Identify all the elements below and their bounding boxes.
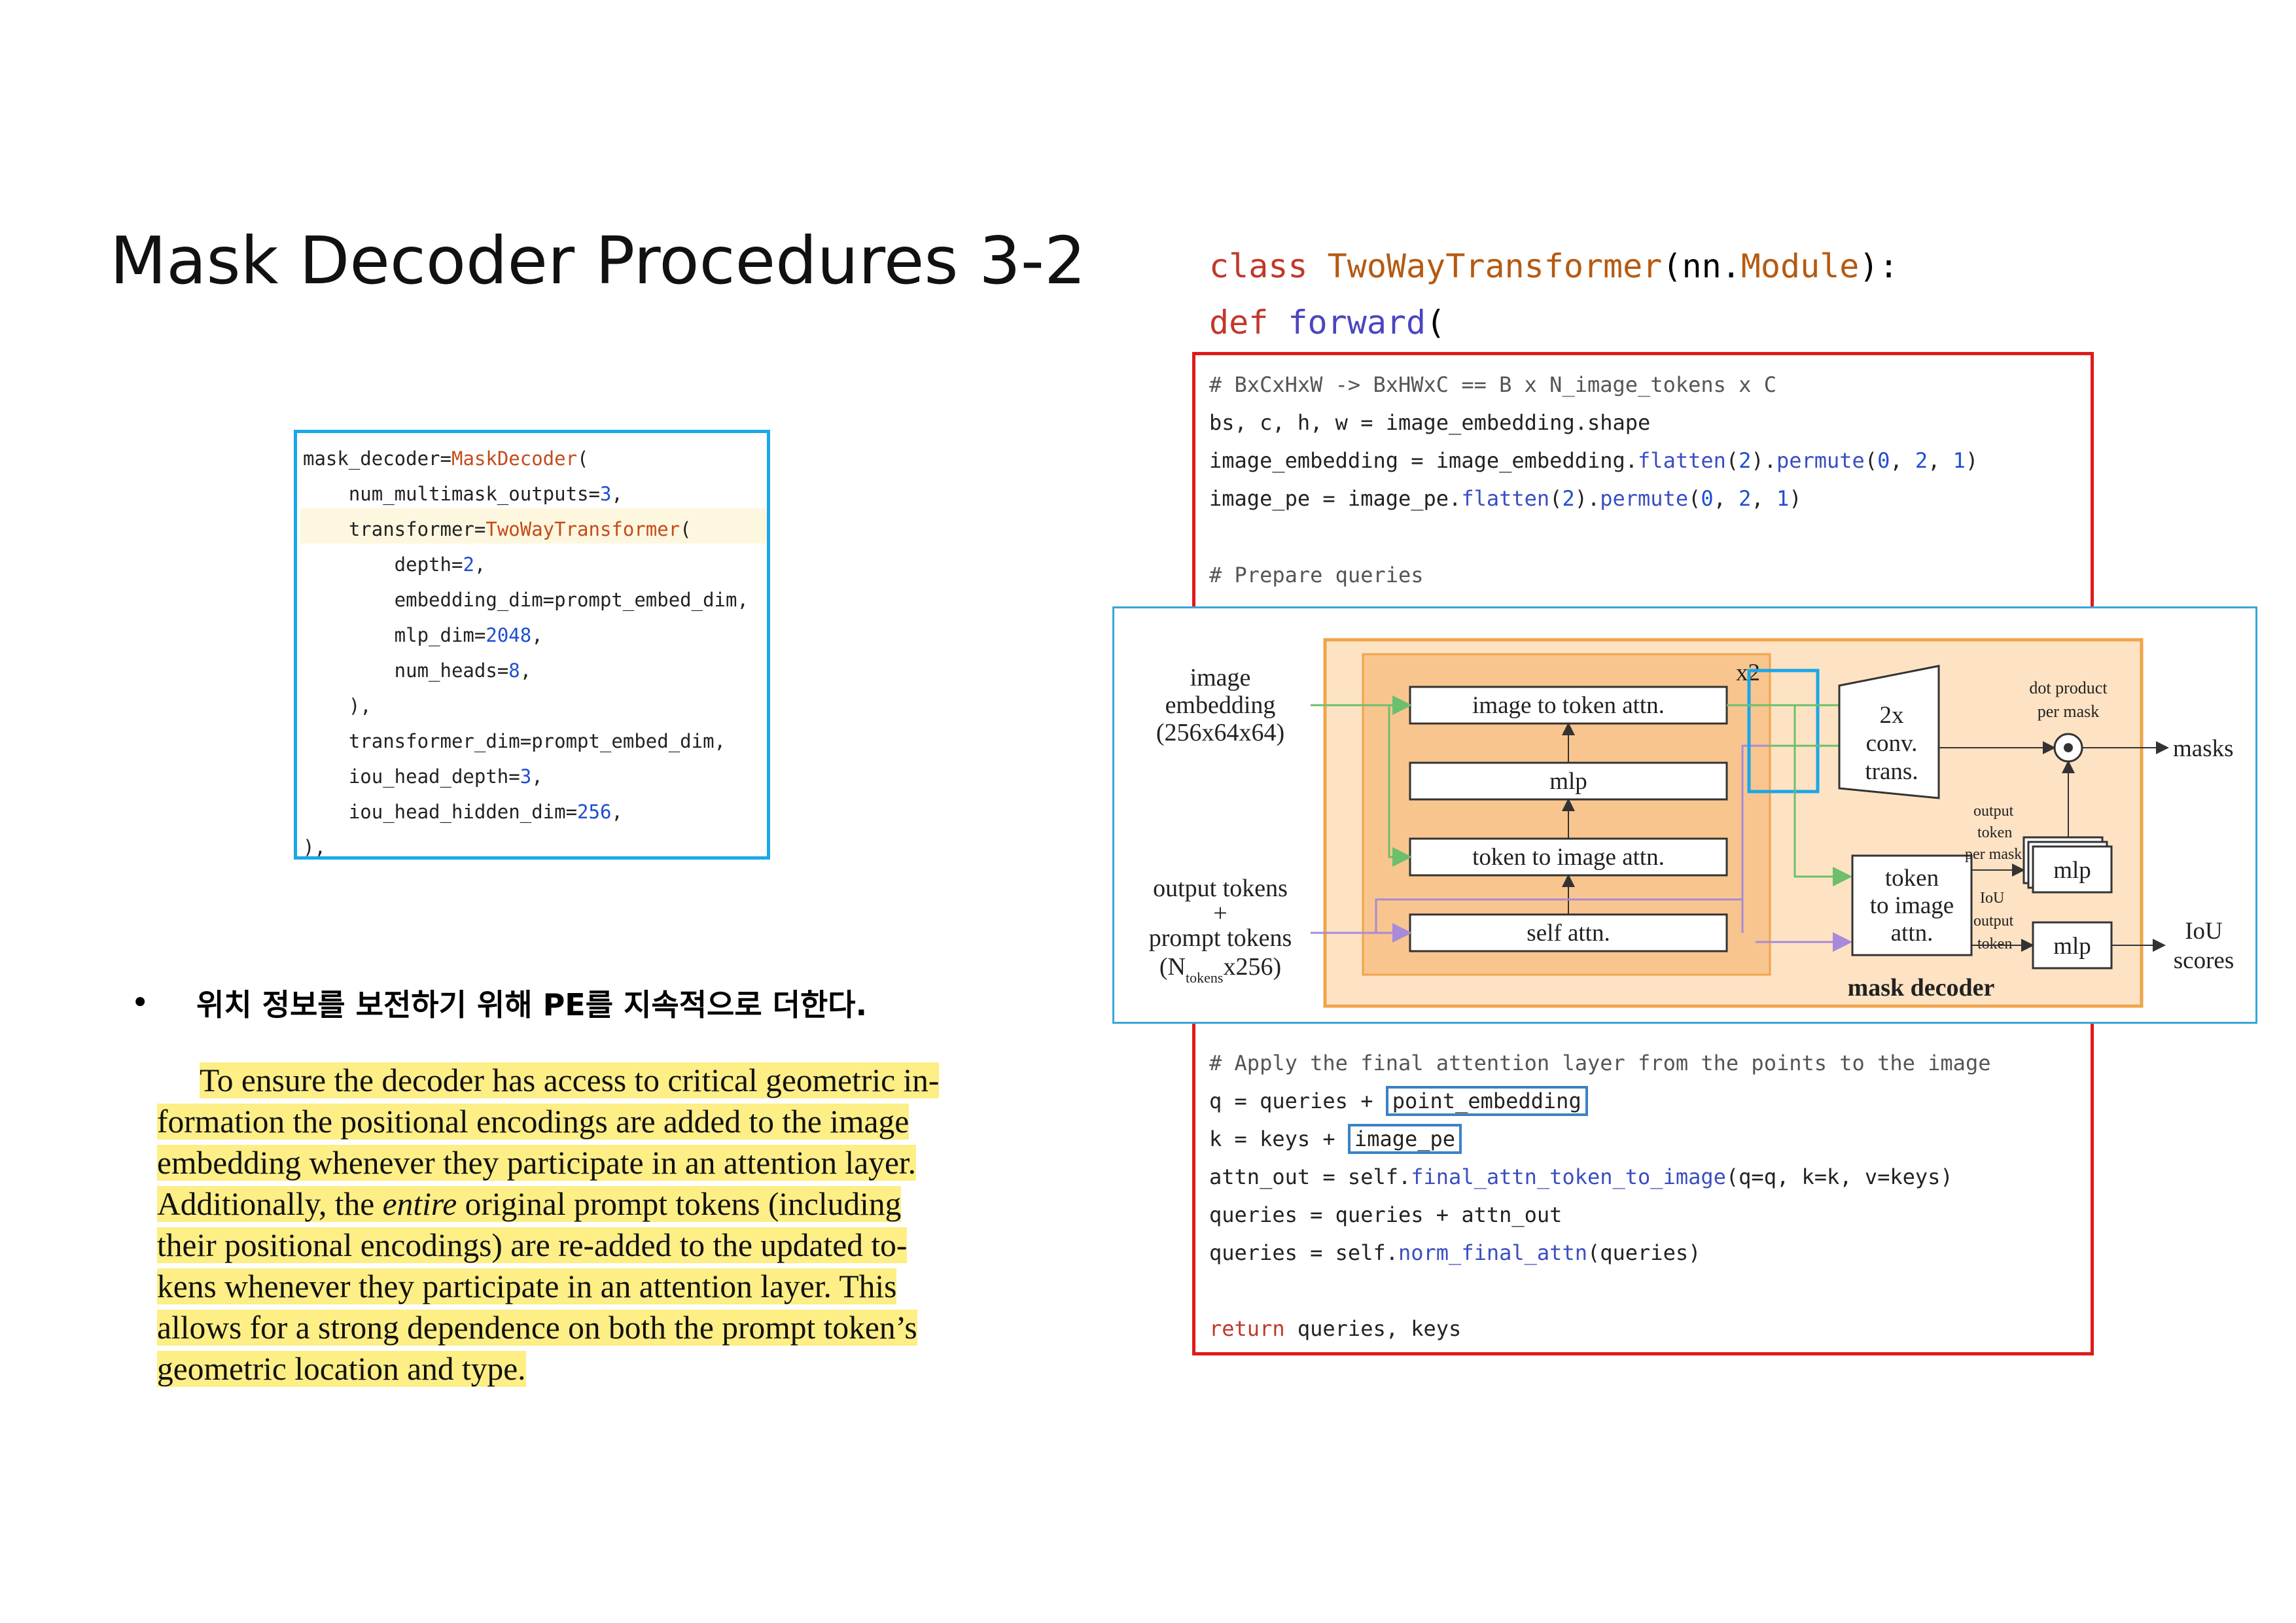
code-line: bs, c, h, w = image_embedding.shape — [1209, 410, 1651, 435]
code-line: image_embedding = image_embedding.flatte… — [1209, 448, 1979, 473]
code-comment: # Apply the final attention layer from t… — [1209, 1051, 1991, 1075]
svg-text:output: output — [1973, 913, 2014, 930]
paper-excerpt: To ensure the decoder has access to crit… — [157, 1060, 974, 1389]
def-forward-line: def forward( — [1209, 304, 1446, 341]
svg-text:(Ntokensx256): (Ntokensx256) — [1159, 953, 1281, 986]
bullet-marker: • — [131, 985, 150, 1021]
code-line: embedding_dim=prompt_embed_dim, — [303, 589, 749, 611]
svg-text:2x: 2x — [1880, 702, 1905, 729]
svg-text:per mask: per mask — [1965, 846, 2022, 863]
mlp-label: mlp — [1549, 768, 1587, 795]
code-line: num_multimask_outputs=3, — [303, 483, 623, 505]
svg-text:prompt tokens: prompt tokens — [1149, 924, 1292, 952]
paragraph-line: their positional encodings) are re-added… — [157, 1227, 908, 1263]
code-line: queries = queries + attn_out — [1209, 1202, 1563, 1227]
paragraph-line: Additionally, the entire original prompt… — [157, 1186, 902, 1222]
svg-text:token: token — [1977, 824, 2012, 841]
image-pe-highlight: image_pe — [1347, 1124, 1462, 1154]
mlp-stack-block — [2032, 845, 2113, 894]
mask-decoder-label: mask decoder — [1848, 974, 1995, 1002]
paragraph-line: To ensure the decoder has access to crit… — [200, 1062, 940, 1098]
svg-text:(256x64x64): (256x64x64) — [1156, 719, 1284, 746]
self-attn-block — [1409, 913, 1728, 952]
code-line: mask_decoder=MaskDecoder( — [303, 447, 589, 470]
class-definition-line: class TwoWayTransformer(nn.Module): — [1209, 247, 1899, 285]
mask-decoder-diagram: image to token attn. mlp token to image … — [1112, 606, 2257, 1024]
code-comment: # Prepare queries — [1209, 563, 1424, 587]
svg-text:IoU: IoU — [2185, 918, 2223, 945]
svg-text:output: output — [1973, 803, 2014, 820]
self-attn-label: self attn. — [1527, 920, 1610, 947]
paragraph-line: kens whenever they participate in an att… — [157, 1268, 897, 1304]
paragraph-line: allows for a strong dependence on both t… — [157, 1310, 917, 1346]
code-line: ), — [303, 836, 326, 858]
code-line: ), — [303, 695, 372, 717]
token-to-image-attn-label: token to image attn. — [1472, 844, 1665, 871]
mask-decoder-code-snippet: mask_decoder=MaskDecoder( num_multimask_… — [294, 430, 770, 860]
iou-mlp-block — [2032, 921, 2113, 969]
code-line: transformer_dim=prompt_embed_dim, — [303, 730, 726, 752]
code-line: iou_head_depth=3, — [303, 765, 543, 788]
svg-text:conv.: conv. — [1866, 730, 1918, 757]
code-line: iou_head_hidden_dim=256, — [303, 801, 623, 823]
svg-text:trans.: trans. — [1865, 758, 1918, 785]
svg-text:output tokens: output tokens — [1153, 875, 1288, 902]
pe-highlight-box — [1747, 669, 1820, 794]
final-token-to-image-attn-block — [1851, 854, 1973, 956]
paragraph-line: embedding whenever they participate in a… — [157, 1145, 917, 1181]
code-comment: # BxCxHxW -> BxHWxC == B x N_image_token… — [1209, 372, 1776, 397]
svg-text:scores: scores — [2174, 947, 2234, 974]
code-line: attn_out = self.final_attn_token_to_imag… — [1209, 1164, 1953, 1189]
svg-text:per mask: per mask — [2038, 702, 2100, 721]
svg-text:token: token — [1885, 865, 1939, 892]
code-line: depth=2, — [303, 553, 486, 576]
code-line: num_heads=8, — [303, 659, 532, 682]
svg-text:attn.: attn. — [1891, 920, 1934, 947]
code-line: queries = self.norm_final_attn(queries) — [1209, 1240, 1701, 1265]
svg-text:token: token — [1977, 935, 2012, 952]
svg-text:dot product: dot product — [2029, 678, 2108, 697]
point-embedding-highlight: point_embedding — [1385, 1086, 1588, 1116]
highlighted-line — [300, 508, 767, 544]
paragraph-line: formation the positional encodings are a… — [157, 1104, 910, 1140]
code-line: transformer=TwoWayTransformer( — [303, 518, 692, 540]
code-line: q = queries + point_embedding — [1209, 1082, 1588, 1120]
code-line: image_pe = image_pe.flatten(2).permute(0… — [1209, 486, 1802, 511]
diagram-svg: image to token attn. mlp token to image … — [1149, 638, 2234, 1008]
masks-label: masks — [2173, 735, 2234, 762]
code-line: k = keys + image_pe — [1209, 1120, 1462, 1158]
svg-text:image: image — [1190, 664, 1251, 691]
emphasis-entire: entire — [382, 1186, 457, 1222]
bullet-text: 위치 정보를 보전하기 위해 PE를 지속적으로 더한다. — [196, 987, 868, 1022]
svg-text:IoU: IoU — [1980, 890, 2004, 907]
code-line: mlp_dim=2048, — [303, 624, 543, 646]
svg-text:embedding: embedding — [1165, 691, 1276, 719]
svg-text:to image: to image — [1870, 892, 1954, 919]
paragraph-line: geometric location and type. — [157, 1351, 526, 1387]
svg-text:+: + — [1213, 899, 1227, 927]
svg-text:mlp: mlp — [2053, 933, 2091, 960]
slide-title: Mask Decoder Procedures 3-2 — [110, 222, 1086, 299]
image-to-token-attn-label: image to token attn. — [1472, 692, 1665, 719]
conv-trans-block — [1838, 665, 1940, 799]
code-line: return queries, keys — [1209, 1316, 1462, 1341]
svg-text:mlp: mlp — [2053, 857, 2091, 884]
